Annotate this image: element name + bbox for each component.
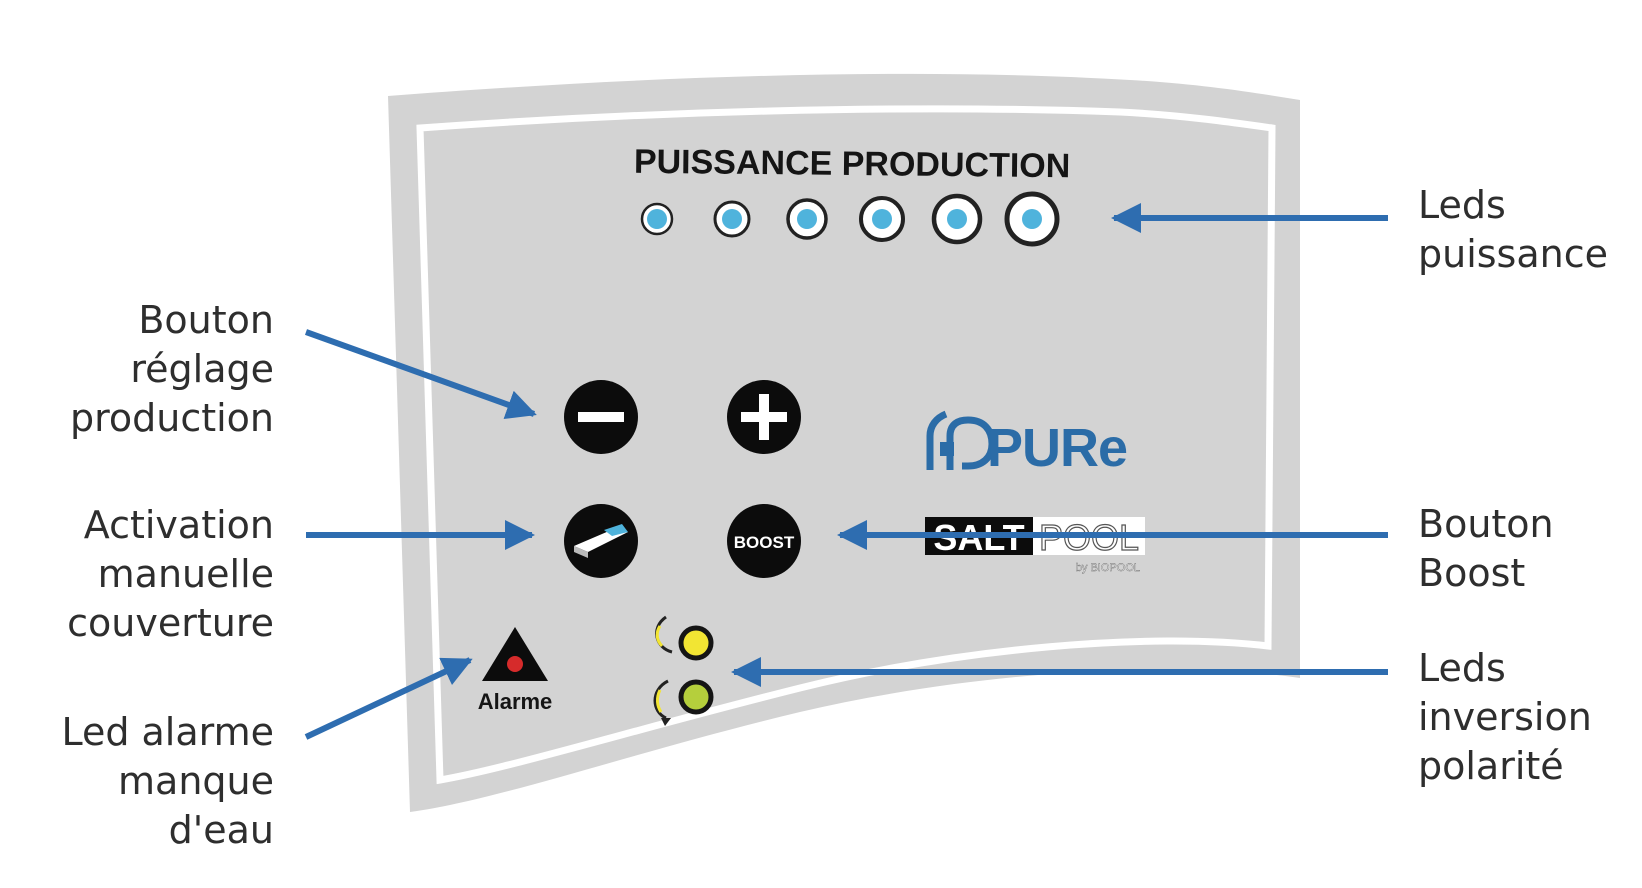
callout-line: Led alarme: [61, 710, 274, 754]
pure-wordmark: PURe: [987, 418, 1127, 478]
callout-line: polarité: [1418, 744, 1564, 788]
power-led-6: [1004, 191, 1060, 247]
minus-button[interactable]: [564, 380, 638, 454]
polarity-arrow-bottom-icon: [653, 679, 669, 720]
pool-cover-icon: [574, 524, 628, 558]
warning-triangle-icon: [482, 627, 548, 681]
callout-line: d'eau: [168, 808, 274, 852]
callout-line: manuelle: [97, 552, 274, 596]
callout-line: couverture: [67, 601, 274, 645]
panel-outer: [388, 73, 1300, 813]
callout-bouton-reglage: Bouton réglage production: [70, 296, 274, 443]
saltpool-byline: by BIOPOOL: [1076, 562, 1140, 574]
callout-line: Leds: [1418, 183, 1506, 227]
power-led-5: [931, 193, 983, 245]
alarm-led: Alarme: [478, 627, 553, 714]
alarm-label: Alarme: [478, 689, 553, 714]
pure-logo: PURe: [926, 410, 1128, 478]
plus-button[interactable]: [727, 380, 801, 454]
polarity-led-top: [678, 625, 714, 661]
polarity-leds: [653, 615, 714, 726]
power-led-3: [786, 198, 828, 240]
callout-led-alarme: Led alarme manque d'eau: [61, 708, 274, 855]
callout-line: puissance: [1418, 232, 1608, 276]
power-led-1: [640, 202, 674, 236]
plus-icon: [741, 394, 787, 440]
callout-leds-inversion: Leds inversion polarité: [1418, 644, 1592, 791]
callout-line: Leds: [1418, 646, 1506, 690]
callout-line: manque: [118, 759, 274, 803]
callout-bouton-boost: Bouton Boost: [1418, 500, 1554, 598]
arrow-led-alarme: [304, 657, 473, 740]
callout-activation-couverture: Activation manuelle couverture: [67, 501, 274, 648]
panel-title: PUISSANCE PRODUCTION: [634, 143, 1071, 186]
minus-icon: [578, 412, 624, 422]
callout-line: Bouton: [138, 298, 274, 342]
panel-inner-border: [416, 105, 1276, 785]
boost-button[interactable]: BOOST: [727, 504, 801, 578]
power-led-2: [713, 200, 751, 238]
callout-leds-puissance: Leds puissance: [1418, 181, 1608, 279]
callout-arrows: [304, 203, 1388, 740]
callout-line: réglage: [130, 347, 274, 391]
power-led-4: [859, 196, 905, 242]
pure-emblem-icon: [926, 410, 996, 470]
callout-line: production: [69, 396, 274, 440]
callout-line: inversion: [1418, 695, 1592, 739]
callout-line: Boost: [1418, 551, 1526, 595]
arrow-bouton-reglage: [304, 329, 537, 419]
callout-line: Bouton: [1418, 502, 1554, 546]
power-leds-group: [640, 191, 1060, 247]
cover-button[interactable]: [564, 504, 638, 578]
boost-label: BOOST: [734, 533, 795, 552]
callout-line: Activation: [83, 503, 274, 547]
polarity-led-bottom: [678, 679, 714, 715]
